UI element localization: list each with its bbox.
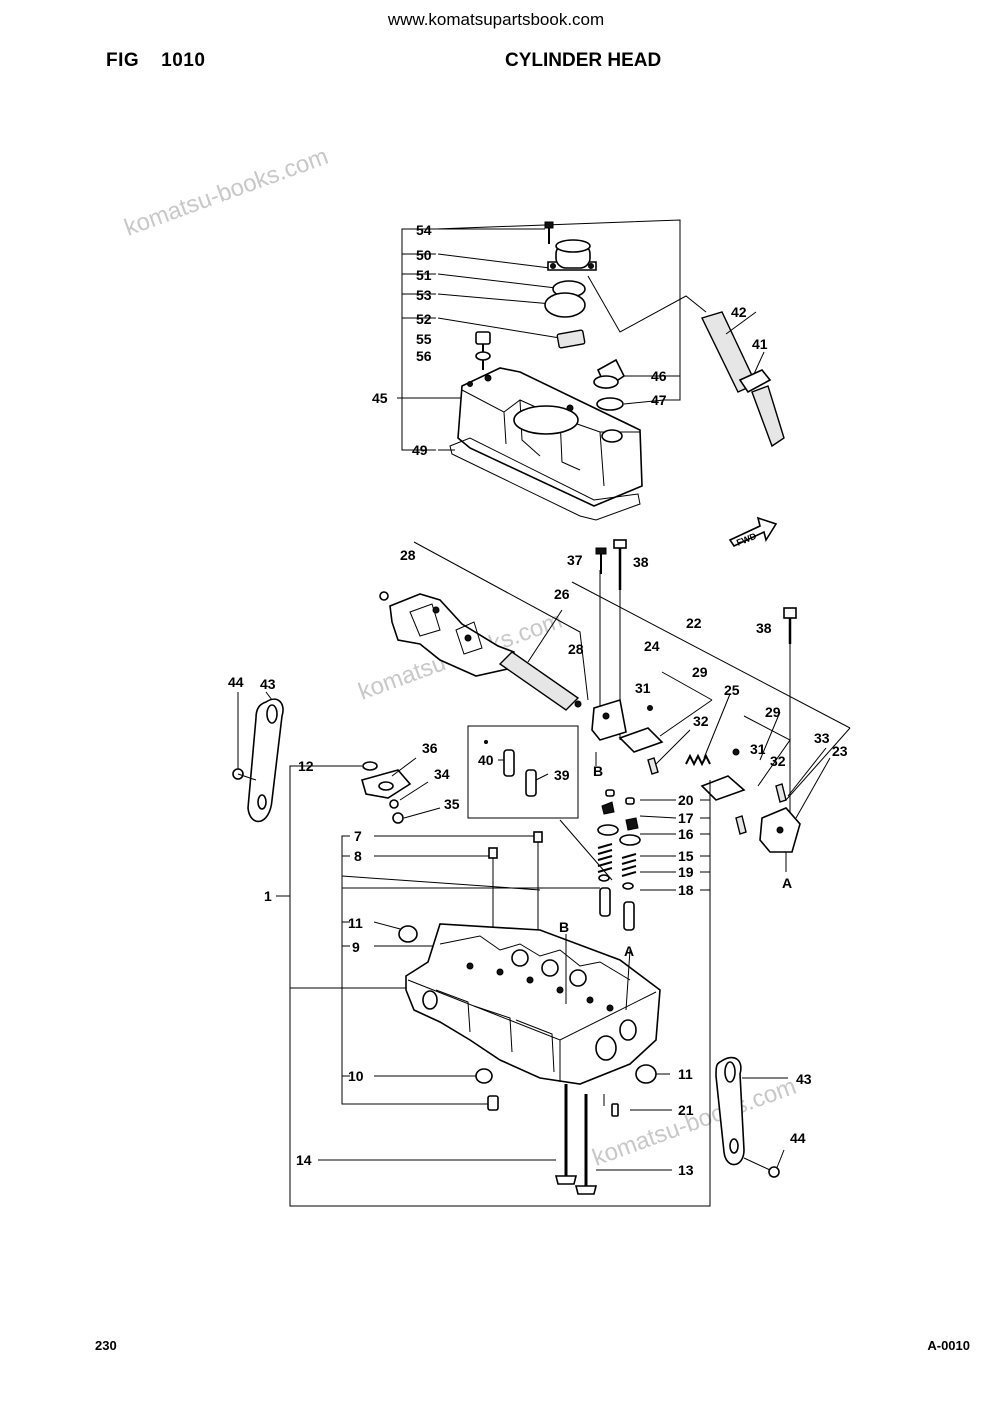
callout-52: 52 (416, 311, 432, 327)
callout-34: 34 (434, 766, 450, 782)
callout-38: 38 (633, 554, 649, 570)
callout-16: 16 (678, 826, 694, 842)
callout-25: 25 (724, 682, 740, 698)
callout-55: 55 (416, 331, 432, 347)
watermark: komatsu-books.com (121, 143, 332, 242)
page-number: 230 (95, 1338, 117, 1353)
callout-43: 43 (260, 676, 276, 692)
callout-32: 32 (770, 753, 786, 769)
callout-19: 19 (678, 864, 694, 880)
figure-prefix: FIG (106, 50, 140, 71)
callout-33: 33 (814, 730, 830, 746)
callout-54: 54 (416, 222, 432, 238)
callout-39: 39 (554, 767, 570, 783)
callout-26: 26 (554, 586, 570, 602)
callout-41: 41 (752, 336, 768, 352)
callout-51: 51 (416, 267, 432, 283)
figure-label: FIG 1010 (106, 50, 205, 72)
callout-50: 50 (416, 247, 432, 263)
watermark: komatsu-books.com (589, 1073, 800, 1172)
header-url: www.komatsupartsbook.com (387, 10, 605, 29)
document-code: A-0010 (927, 1338, 970, 1353)
page-title: CYLINDER HEAD (505, 50, 662, 71)
callout-17: 17 (678, 810, 694, 826)
callout-7: 7 (354, 828, 362, 844)
callout-21: 21 (678, 1102, 694, 1118)
forward-arrow: FWD (728, 516, 778, 548)
callout-B: B (559, 919, 569, 935)
callout-56: 56 (416, 348, 432, 364)
callout-44: 44 (228, 674, 244, 690)
callout-24: 24 (644, 638, 660, 654)
callout-29: 29 (692, 664, 708, 680)
callout-28: 28 (400, 547, 416, 563)
callout-10: 10 (348, 1068, 364, 1084)
callout-15: 15 (678, 848, 694, 864)
callout-38: 38 (756, 620, 772, 636)
lifting-bracket-right (715, 1056, 788, 1178)
callout-31: 31 (750, 741, 766, 757)
valve-cover-group (397, 219, 785, 521)
callout-8: 8 (354, 848, 362, 864)
callout-23: 23 (832, 743, 848, 759)
callout-B: B (593, 763, 603, 779)
callout-29: 29 (765, 704, 781, 720)
callout-A: A (624, 943, 634, 959)
callout-40: 40 (478, 752, 494, 768)
callout-43: 43 (796, 1071, 812, 1087)
callout-45: 45 (372, 390, 388, 406)
callout-49: 49 (412, 442, 428, 458)
callout-47: 47 (651, 392, 667, 408)
callout-28: 28 (568, 641, 584, 657)
callout-11: 11 (348, 915, 363, 931)
figure-number: 1010 (161, 50, 206, 71)
callout-A: A (782, 875, 792, 891)
callout-14: 14 (296, 1152, 312, 1168)
callout-12: 12 (298, 758, 314, 774)
callout-36: 36 (422, 740, 438, 756)
callout-44: 44 (790, 1130, 806, 1146)
callout-37: 37 (567, 552, 583, 568)
lifting-bracket-left (232, 691, 284, 823)
callout-18: 18 (678, 882, 694, 898)
callout-35: 35 (444, 796, 460, 812)
callout-labels: 54 50 51 53 52 55 56 45 49 46 47 42 41 2… (228, 222, 848, 1178)
callout-11: 11 (678, 1066, 693, 1082)
callout-53: 53 (416, 287, 432, 303)
forward-arrow-label: FWD (735, 531, 758, 548)
callout-31: 31 (635, 680, 651, 696)
callout-22: 22 (686, 615, 702, 631)
callout-13: 13 (678, 1162, 694, 1178)
callout-9: 9 (352, 939, 360, 955)
rocker-shaft-group (379, 539, 851, 872)
callout-1: 1 (264, 888, 272, 904)
callout-20: 20 (678, 792, 694, 808)
callout-32: 32 (693, 713, 709, 729)
cylinder-head-group (276, 725, 711, 1207)
callout-42: 42 (731, 304, 747, 320)
callout-46: 46 (651, 368, 667, 384)
